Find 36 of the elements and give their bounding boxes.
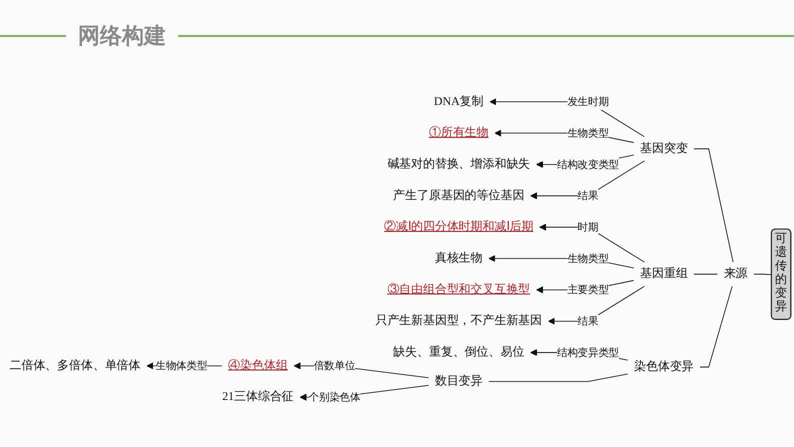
node-text: 碱基对的替换、增添和缺失 [387,158,530,171]
edge-label: 个别染色体 [308,391,360,403]
node-text: 真核生物 [434,252,483,265]
edge-label: 倍数单位 [314,360,356,372]
edge-label: 发生时期 [567,96,609,108]
edge-label: 结构变异类型 [557,346,620,358]
connector [694,274,718,275]
node-text: 缺失、重复、倒位、易位 [393,346,524,359]
edge-label: 时期 [578,221,598,233]
section-title: 网络构建 [78,23,166,51]
node-text: 数目变异 [434,374,483,388]
node-text: ①所有生物 [428,126,488,140]
node-text: ②减Ⅰ的四分体时期和减Ⅰ后期 [384,220,534,234]
edge-label: 生物类型 [567,126,609,139]
arrow [548,286,645,325]
connector [754,274,772,275]
node-text: 只产生新基因型，不产生新基因 [375,314,542,328]
edge-label: 结果 [578,190,598,202]
node-text: 基因突变 [640,142,688,155]
node-text: 二倍体、多倍体、单倍体 [10,359,140,372]
connector [694,148,734,262]
node-text: 基因重组 [640,268,688,280]
node-text: 来源 [724,268,748,280]
connector [700,286,733,368]
node-text: 染色体变异 [634,360,694,374]
node-text: 21三体综合征 [222,390,294,404]
edge-label: 结果 [578,315,598,327]
arrow [539,224,645,262]
edge-label: 生物体类型 [156,360,208,372]
connector [488,374,628,382]
edge-label: 生物类型 [567,252,609,264]
node-text: 产生了原基因的等位基因 [393,189,524,202]
edge-label: 结构改变类型 [557,158,620,170]
arrow [530,160,645,200]
edge-label: 主要类型 [567,284,609,296]
node-text: DNA复制 [434,95,484,108]
